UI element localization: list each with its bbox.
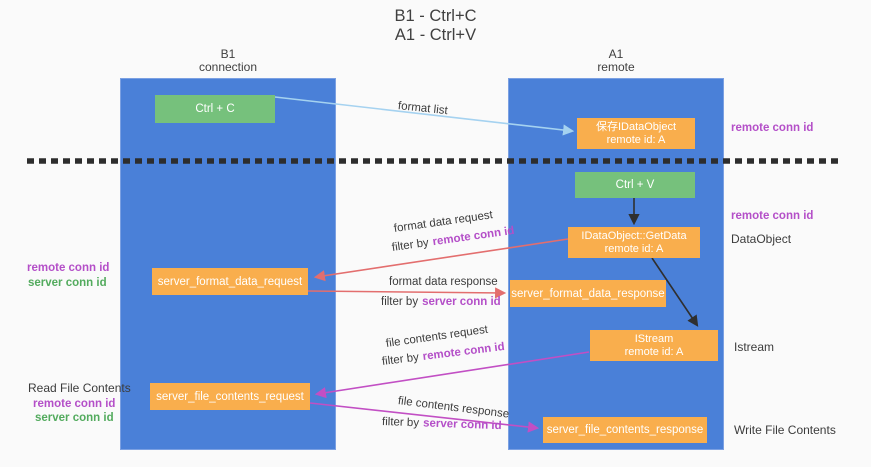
format-request-label: server_format_data_request bbox=[157, 275, 303, 288]
server-conn-id-bottom-left: server conn id bbox=[35, 412, 114, 424]
node-server-format-data-request: server_format_data_request bbox=[152, 268, 308, 295]
save-idataobject-line1: 保存IDataObject bbox=[595, 120, 677, 133]
getdata-line2: remote id: A bbox=[604, 242, 664, 255]
remote-conn-id-left: remote conn id bbox=[27, 262, 110, 274]
node-istream: IStream remote id: A bbox=[590, 330, 718, 361]
node-save-idataobject: 保存IDataObject remote id: A bbox=[577, 118, 695, 149]
getdata-line1: IDataObject::GetData bbox=[581, 229, 687, 242]
filter-by-text: filter by bbox=[381, 296, 419, 308]
filter-by-text: filter by bbox=[391, 236, 430, 254]
filter-by-text: filter by bbox=[381, 351, 420, 368]
remote-conn-id-text: remote conn id bbox=[422, 340, 506, 363]
save-idataobject-line2: remote id: A bbox=[606, 133, 666, 146]
istream-line1: IStream bbox=[634, 332, 674, 345]
server-conn-id-left: server conn id bbox=[28, 277, 107, 289]
format-list-label: format list bbox=[397, 100, 449, 118]
diagram-title: B1 - Ctrl+C A1 - Ctrl+V bbox=[0, 7, 871, 45]
node-ctrl-v: Ctrl + V bbox=[575, 172, 695, 198]
lane-a1-role: remote bbox=[597, 60, 635, 74]
filter-by-text: filter by bbox=[381, 416, 420, 430]
file-response-label: server_file_contents_response bbox=[546, 424, 704, 436]
node-server-format-data-response: server_format_data_response bbox=[510, 280, 666, 307]
istream-side-label: Istream bbox=[734, 340, 775, 354]
ctrl-c-label: Ctrl + C bbox=[195, 103, 235, 115]
format-response-label: server_format_data_response bbox=[511, 287, 665, 300]
istream-line2: remote id: A bbox=[624, 345, 684, 358]
file-request-label: server_file_contents_request bbox=[156, 390, 304, 403]
remote-conn-id-bottom-left: remote conn id bbox=[33, 398, 116, 410]
format-data-response-label: format data response bbox=[389, 276, 498, 288]
server-conn-id-text: server conn id bbox=[422, 417, 502, 433]
server-conn-id-text: server conn id bbox=[422, 296, 501, 308]
remote-conn-id-mid-right: remote conn id bbox=[731, 210, 814, 222]
node-idataobject-getdata: IDataObject::GetData remote id: A bbox=[568, 227, 700, 258]
node-ctrl-c: Ctrl + C bbox=[155, 95, 275, 123]
remote-conn-id-top-right: remote conn id bbox=[731, 122, 814, 134]
node-server-file-contents-request: server_file_contents_request bbox=[150, 383, 310, 410]
ctrl-v-label: Ctrl + V bbox=[615, 179, 655, 191]
format-data-response-arrow bbox=[307, 287, 507, 299]
lane-header-a1: A1 remote bbox=[508, 48, 724, 74]
read-file-contents-label: Read File Contents bbox=[28, 381, 131, 395]
lane-header-b1: B1 connection bbox=[120, 48, 336, 74]
dataobject-label: DataObject bbox=[731, 232, 792, 246]
lane-b1-role: connection bbox=[198, 60, 258, 74]
lane-a1-name: A1 bbox=[608, 47, 624, 61]
remote-conn-id-text: remote conn id bbox=[431, 224, 516, 249]
title-line-1: B1 - Ctrl+C bbox=[394, 7, 477, 25]
node-server-file-contents-response: server_file_contents_response bbox=[543, 417, 707, 443]
write-file-contents-label: Write File Contents bbox=[734, 423, 836, 437]
lane-b1-name: B1 bbox=[220, 47, 236, 61]
title-line-2: A1 - Ctrl+V bbox=[394, 26, 477, 44]
